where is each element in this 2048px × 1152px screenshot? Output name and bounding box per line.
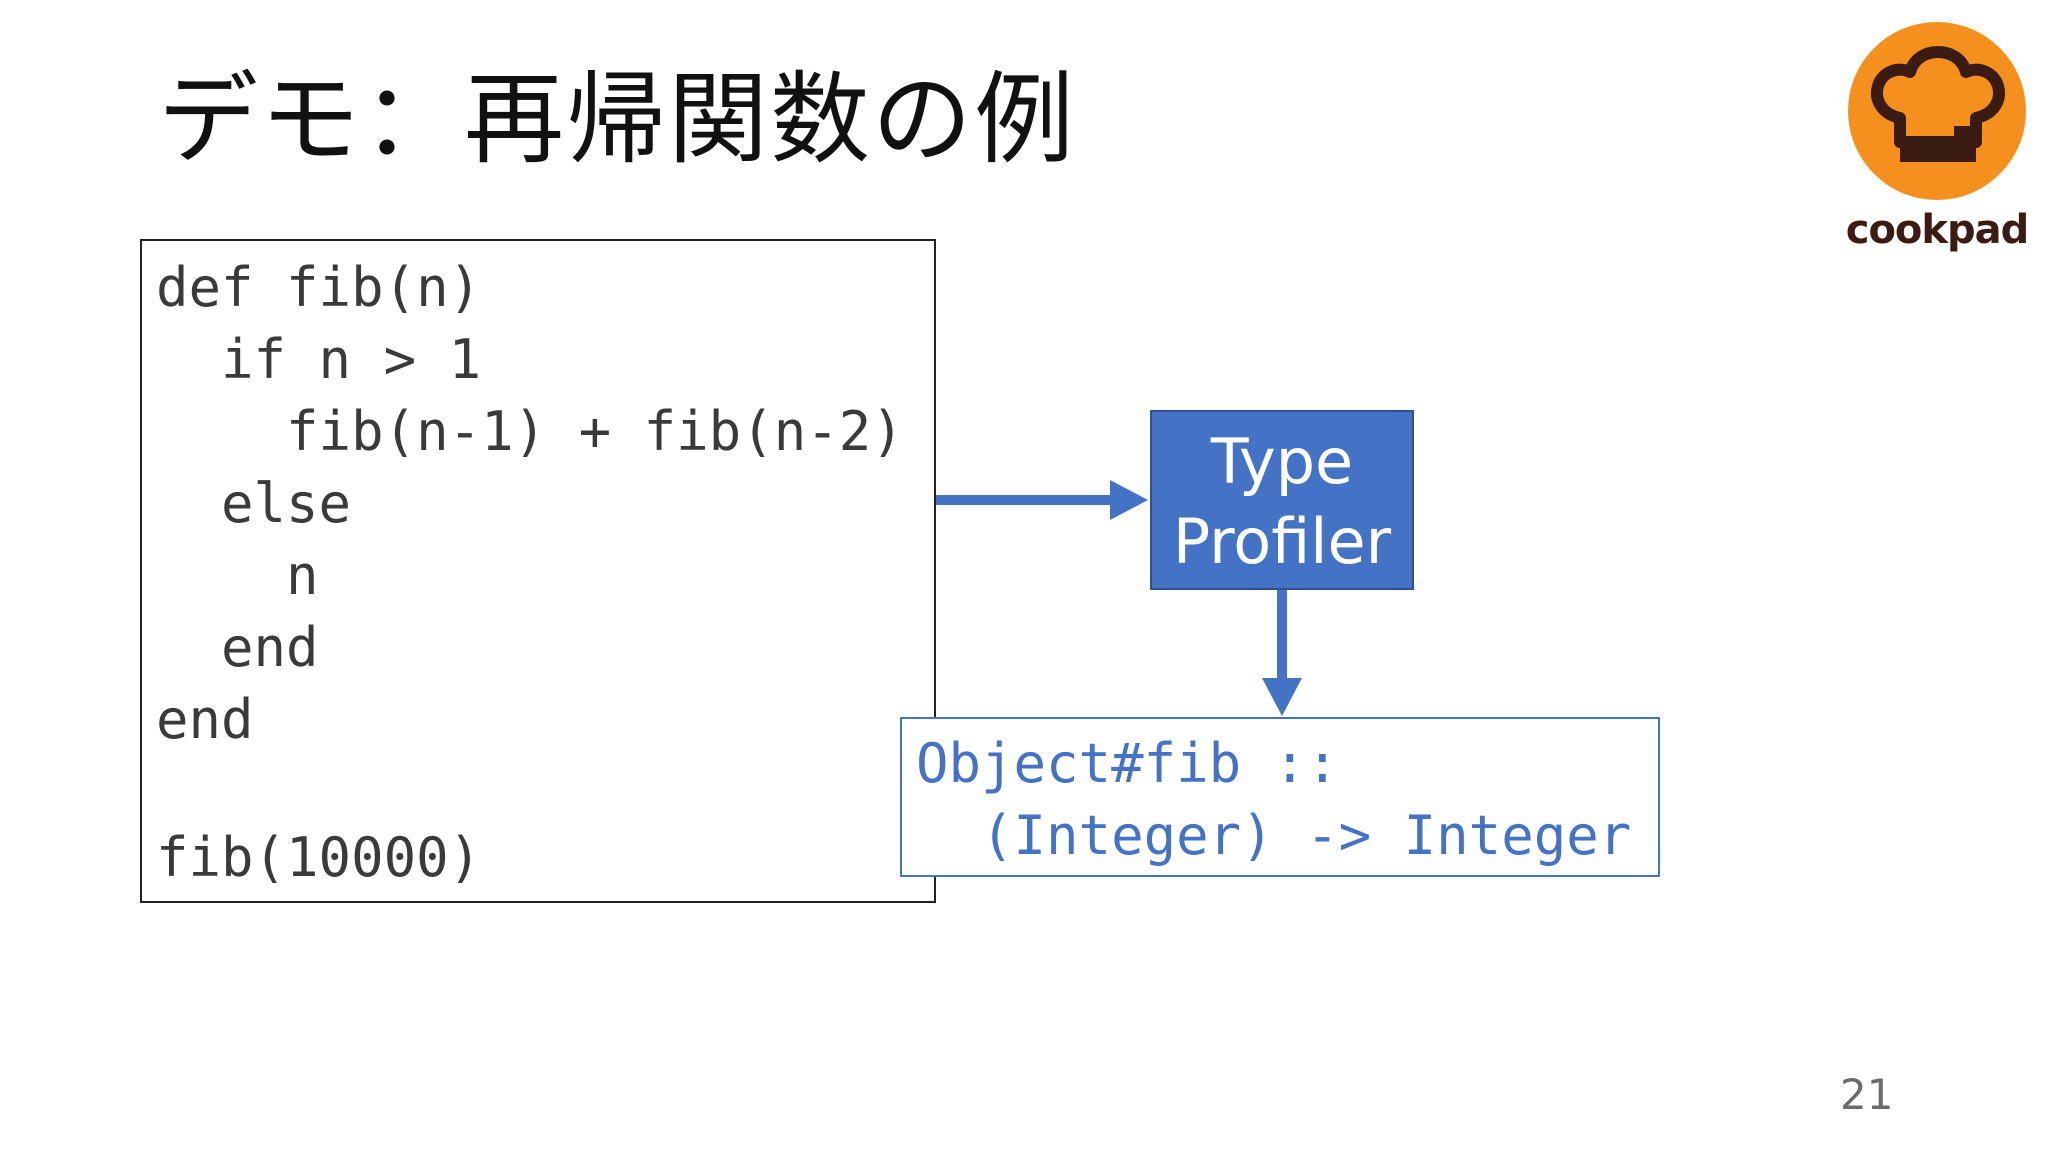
page-number: 21 bbox=[1840, 1070, 1894, 1119]
code-line: fib(10000) bbox=[156, 826, 482, 889]
arrow-profiler-to-result bbox=[1262, 590, 1302, 716]
cookpad-logo: cookpad bbox=[1840, 22, 2034, 262]
result-line: (Integer) -> Integer bbox=[916, 804, 1632, 867]
profiler-label-line1: Type bbox=[1210, 425, 1354, 498]
cookpad-wordmark: cookpad bbox=[1845, 207, 2030, 253]
code-line: fib(n-1) + fib(n-2) bbox=[156, 400, 904, 463]
code-line: def fib(n) bbox=[156, 256, 482, 319]
slide-title: デモ：再帰関数の例 bbox=[158, 61, 1076, 178]
chef-hat-icon bbox=[1848, 22, 2026, 200]
code-line: if n > 1 bbox=[156, 328, 482, 391]
result-line: Object#fib :: bbox=[916, 732, 1339, 795]
type-profiler-box: Type Profiler bbox=[1150, 410, 1414, 590]
profiler-label-line2: Profiler bbox=[1172, 505, 1392, 578]
arrow-code-to-profiler bbox=[936, 480, 1148, 520]
code-line: n bbox=[156, 544, 319, 607]
code-panel bbox=[140, 239, 936, 903]
result-panel bbox=[900, 717, 1660, 877]
code-line: end bbox=[156, 616, 319, 679]
code-line: else bbox=[156, 472, 352, 535]
code-line: end bbox=[156, 688, 254, 751]
